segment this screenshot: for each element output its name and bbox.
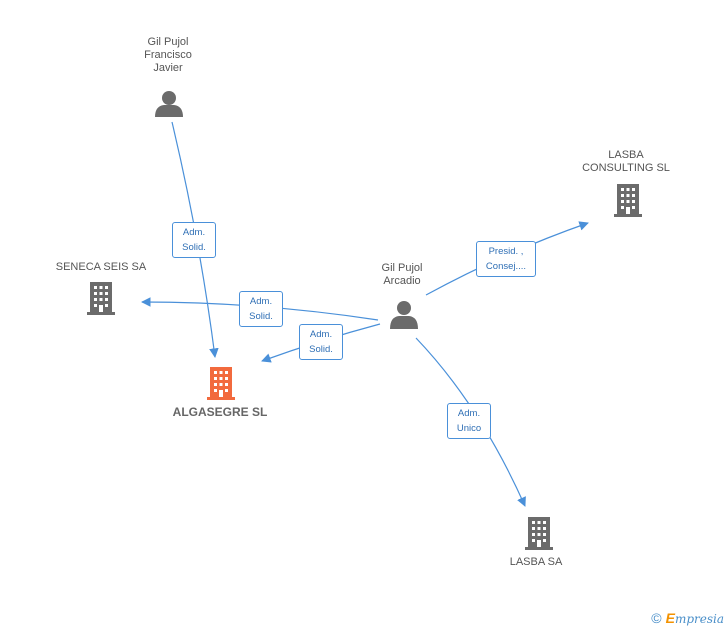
node-label-gil-pujol-arcadio[interactable]: Gil Pujol Arcadio bbox=[381, 262, 423, 287]
building-icon[interactable] bbox=[207, 367, 235, 400]
edge-label-arcadio-lasba-consulting[interactable]: Presid. , Consej.... bbox=[476, 241, 536, 277]
building-icon[interactable] bbox=[87, 282, 115, 315]
person-icon[interactable] bbox=[155, 91, 183, 117]
edge-label-francisco-algasegre[interactable]: Adm. Solid. bbox=[172, 222, 216, 258]
node-label-algasegre-sl[interactable]: ALGASEGRE SL bbox=[172, 405, 268, 419]
edge-label-arcadio-algasegre[interactable]: Adm. Solid. bbox=[299, 324, 343, 360]
footer-brand: ©Empresia bbox=[651, 610, 724, 626]
copyright-icon: © bbox=[651, 610, 662, 626]
edge-label-arcadio-lasba-sa[interactable]: Adm. Unico bbox=[447, 403, 491, 439]
building-icon[interactable] bbox=[525, 517, 553, 550]
building-icon[interactable] bbox=[614, 184, 642, 217]
brand-initial: E bbox=[665, 610, 675, 626]
node-label-seneca-seis-sa[interactable]: SENECA SEIS SA bbox=[55, 261, 147, 273]
node-label-lasba-sa[interactable]: LASBA SA bbox=[509, 556, 563, 568]
person-icon[interactable] bbox=[390, 301, 418, 329]
brand-name: mpresia bbox=[674, 612, 724, 626]
edge-label-arcadio-seneca[interactable]: Adm. Solid. bbox=[239, 291, 283, 327]
node-label-lasba-consulting-sl[interactable]: LASBA CONSULTING SL bbox=[582, 149, 670, 174]
node-label-gil-pujol-francisco-javier[interactable]: Gil Pujol Francisco Javier bbox=[144, 36, 192, 74]
